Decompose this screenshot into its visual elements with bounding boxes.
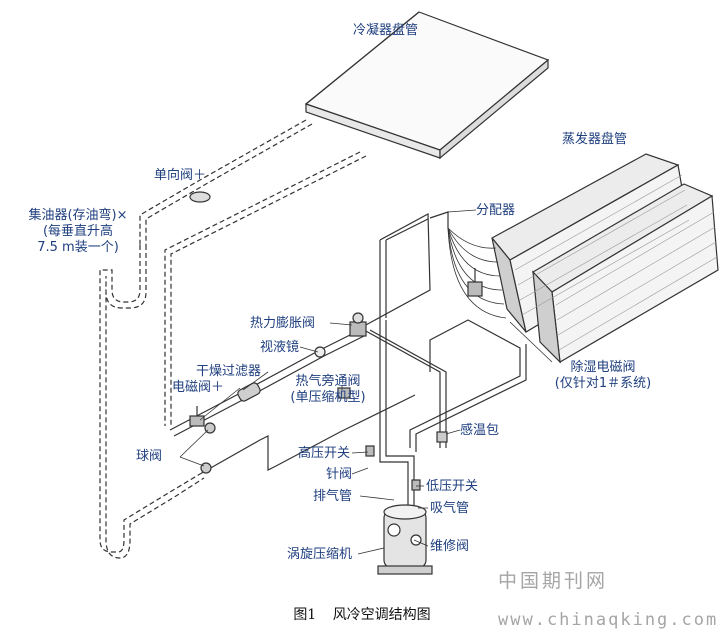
label-high-pressure-switch: 高压开关 — [298, 446, 351, 461]
evaporator-coil — [491, 153, 719, 364]
watermark-cn: 中国期刊网 — [498, 570, 609, 592]
solenoid-valve — [189, 406, 205, 427]
label-condenser: 冷凝器盘管 — [353, 23, 419, 38]
label-expansion-valve: 热力膨胀阀 — [250, 316, 316, 331]
discharge-line-dashed — [139, 119, 367, 426]
ball-valve-2 — [200, 462, 212, 474]
figure-caption: 图1 风冷空调结构图 — [0, 604, 724, 624]
label-hot-gas-bypass-2: (单压缩机型) — [290, 390, 366, 405]
sensing-bulb — [436, 431, 448, 443]
label-discharge-pipe: 排气管 — [313, 489, 353, 504]
label-distributor: 分配器 — [476, 203, 516, 218]
watermark-url: www.chinaqking.com — [498, 610, 719, 630]
figure-title: 风冷空调结构图 — [332, 607, 431, 623]
label-ball-valve: 球阀 — [136, 449, 163, 464]
label-low-pressure-switch: 低压开关 — [426, 479, 479, 494]
refrigerant-piping — [363, 211, 527, 510]
leader-lines — [179, 209, 553, 555]
dehumid-solenoid-valve — [467, 268, 483, 297]
condenser-coil — [304, 11, 550, 160]
label-sensing-bulb: 感温包 — [460, 423, 500, 438]
label-filter-drier: 干燥过滤器 — [196, 364, 262, 379]
label-scroll-compressor: 涡旋压缩机 — [287, 547, 353, 562]
check-valve — [189, 191, 211, 203]
label-solenoid-valve: 电磁阀＋ — [172, 380, 225, 395]
label-dehumid-solenoid-2: (仅针对1＃系统) — [554, 376, 652, 391]
label-dehumid-solenoid-1: 除湿电磁阀 — [570, 360, 636, 375]
label-check-valve: 单向阀＋ — [154, 168, 207, 183]
label-oil-trap-3: 7.5 m装一个) — [37, 240, 119, 255]
label-hot-gas-bypass-1: 热气旁通阀 — [295, 374, 361, 389]
sight-glass — [314, 346, 326, 358]
label-evaporator: 蒸发器盘管 — [562, 132, 628, 147]
label-service-valve: 维修阀 — [430, 539, 470, 554]
hot-gas-bypass-valve — [337, 387, 351, 399]
filter-drier — [237, 382, 261, 402]
label-oil-trap-2: (每垂直升高 — [42, 224, 114, 239]
label-needle-valve: 针阀 — [326, 467, 353, 482]
low-pressure-switch — [411, 479, 421, 491]
figure-number: 图1 — [293, 607, 317, 623]
oil-trap-loop — [99, 245, 205, 559]
expansion-valve — [349, 312, 367, 337]
high-pressure-switch — [365, 445, 375, 457]
liquid-line — [169, 329, 416, 475]
scroll-compressor — [377, 504, 433, 575]
label-sight-glass: 视液镜 — [260, 340, 300, 355]
distributor-tubes — [447, 227, 507, 319]
label-oil-trap-1: 集油器(存油弯)× — [28, 208, 128, 223]
label-suction-pipe: 吸气管 — [430, 501, 470, 516]
